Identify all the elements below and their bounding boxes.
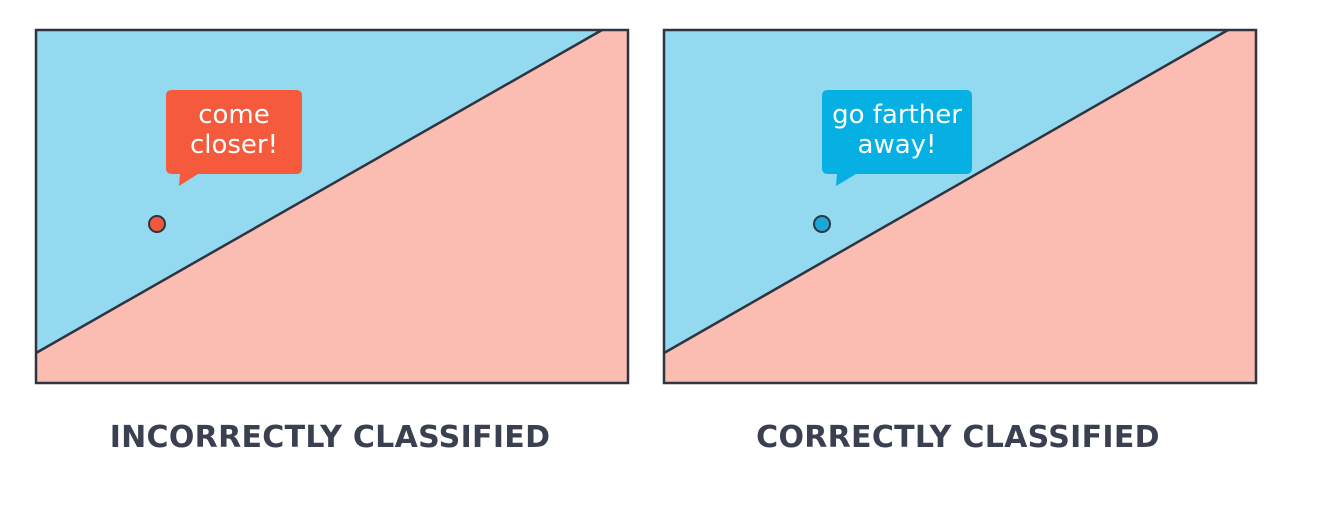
region-below-line [664,30,1256,383]
plot-frame [662,28,1258,385]
speech-bubble [166,90,302,186]
panel-incorrectly-classified: come closer! INCORRECTLY CLASSIFIED [30,0,630,507]
diagram-correct [662,28,1258,385]
caption: INCORRECTLY CLASSIFIED [109,420,551,455]
caption: CORRECTLY CLASSIFIED [756,420,1160,455]
bubble-line-1: go farther [832,100,962,130]
diagram-incorrect [34,28,630,385]
panel-correctly-classified: go farther away! CORRECTLY CLASSIFIED [658,0,1258,507]
bubble-text: come closer! [166,100,302,160]
bubble-line-2: away! [857,130,937,160]
plot-frame [34,28,630,385]
data-point-correct [813,215,831,233]
bubble-line-2: closer! [189,130,279,160]
decision-boundary-line [35,28,603,355]
data-point-misclassified [148,215,166,233]
decision-boundary-line [663,28,1229,355]
bubble-text: go farther away! [822,100,972,160]
speech-bubble [822,90,972,186]
bubble-line-1: come [198,100,270,130]
region-below-line [36,30,628,383]
